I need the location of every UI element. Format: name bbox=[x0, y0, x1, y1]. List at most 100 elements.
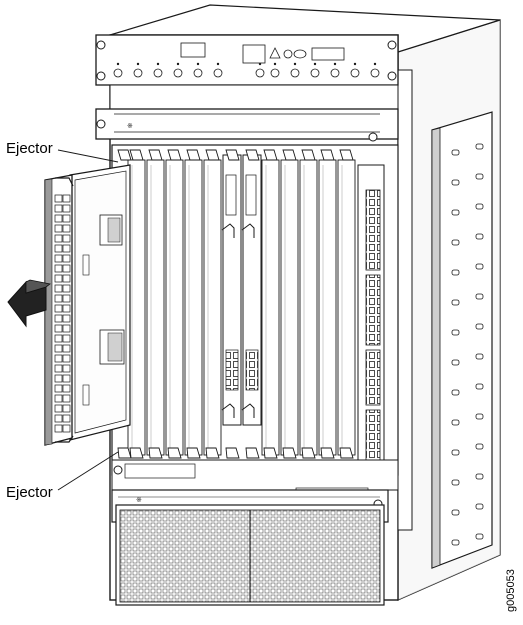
bracket-hole bbox=[475, 233, 484, 240]
craft-led-dot bbox=[216, 62, 220, 66]
card-port bbox=[54, 414, 63, 423]
bracket-hole bbox=[475, 413, 484, 420]
card-port bbox=[54, 354, 63, 363]
card-port bbox=[54, 194, 63, 203]
card-port bbox=[62, 214, 71, 223]
bracket-hole bbox=[475, 503, 484, 510]
routing-engine-cards bbox=[221, 154, 262, 426]
craft-led-dot bbox=[196, 62, 200, 66]
bracket-hole bbox=[451, 359, 460, 366]
line-card-slot bbox=[261, 159, 280, 456]
svg-text:※: ※ bbox=[136, 497, 142, 504]
bracket-hole bbox=[451, 149, 460, 156]
card-port bbox=[62, 244, 71, 253]
card-port bbox=[54, 274, 63, 283]
bottom-ejector-handle bbox=[205, 447, 220, 459]
card-port bbox=[62, 294, 71, 303]
bottom-ejector-handle bbox=[339, 447, 354, 459]
card-port bbox=[62, 404, 71, 413]
craft-led bbox=[290, 68, 300, 78]
line-card-slot bbox=[203, 159, 222, 456]
line-card-slot bbox=[318, 159, 337, 456]
card-port bbox=[62, 224, 71, 233]
card-port bbox=[54, 314, 63, 323]
card-port bbox=[54, 284, 63, 293]
card-port bbox=[62, 424, 71, 433]
card-port bbox=[54, 404, 63, 413]
bottom-ejector-label: Ejector bbox=[6, 484, 53, 501]
bracket-hole bbox=[475, 173, 484, 180]
card-port bbox=[54, 234, 63, 243]
craft-led-dot bbox=[293, 62, 297, 66]
craft-led bbox=[173, 68, 183, 78]
upper-air-plenum: ※ bbox=[95, 84, 399, 142]
card-port bbox=[54, 424, 63, 433]
craft-led bbox=[113, 68, 123, 78]
card-port bbox=[62, 254, 71, 263]
bottom-ejector-leader bbox=[57, 451, 119, 491]
bottom-ejector-handle bbox=[129, 447, 144, 459]
craft-led-dot bbox=[136, 62, 140, 66]
card-port bbox=[54, 224, 63, 233]
line-card-slot bbox=[184, 159, 203, 456]
bottom-ejector-handle bbox=[301, 447, 316, 459]
craft-led bbox=[330, 68, 340, 78]
card-port bbox=[54, 344, 63, 353]
craft-led bbox=[213, 68, 223, 78]
bracket-hole bbox=[475, 473, 484, 480]
craft-led bbox=[255, 68, 265, 78]
craft-led bbox=[310, 68, 320, 78]
mounting-bracket bbox=[431, 111, 493, 569]
line-card-slot bbox=[299, 159, 318, 456]
line-card-slots bbox=[127, 159, 356, 456]
top-ejector-leader bbox=[57, 149, 119, 163]
line-card-slot bbox=[280, 159, 299, 456]
removal-direction-arrow bbox=[7, 279, 51, 328]
card-port bbox=[54, 394, 63, 403]
card-port bbox=[62, 324, 71, 333]
bracket-hole bbox=[451, 449, 460, 456]
bracket-hole bbox=[451, 239, 460, 246]
craft-led-dot bbox=[116, 62, 120, 66]
card-port bbox=[62, 394, 71, 403]
bottom-ejector-handle bbox=[320, 447, 335, 459]
extracted-card-ports bbox=[54, 194, 71, 433]
card-port bbox=[54, 244, 63, 253]
bracket-hole bbox=[451, 479, 460, 486]
card-port bbox=[62, 194, 71, 203]
top-ejector-handle bbox=[245, 149, 260, 161]
bottom-ejector-handle bbox=[225, 447, 240, 459]
top-ejector-label: Ejector bbox=[6, 140, 53, 157]
craft-interface-panel bbox=[95, 34, 399, 86]
card-port bbox=[62, 414, 71, 423]
card-port bbox=[62, 274, 71, 283]
card-port bbox=[54, 254, 63, 263]
top-ejector-handles bbox=[117, 149, 354, 161]
card-port bbox=[54, 374, 63, 383]
card-port bbox=[62, 354, 71, 363]
craft-led-dot bbox=[313, 62, 317, 66]
bracket-hole bbox=[475, 293, 484, 300]
line-card-slot bbox=[337, 159, 356, 456]
card-port bbox=[54, 384, 63, 393]
bracket-hole bbox=[451, 209, 460, 216]
bottom-ejector-handle bbox=[282, 447, 297, 459]
craft-led-dot bbox=[273, 62, 277, 66]
top-ejector-handle bbox=[225, 149, 240, 161]
line-card-slot bbox=[146, 159, 165, 456]
top-ejector-handle bbox=[320, 149, 335, 161]
bracket-hole bbox=[475, 533, 484, 540]
card-port bbox=[62, 364, 71, 373]
card-port bbox=[62, 374, 71, 383]
craft-led bbox=[350, 68, 360, 78]
bracket-hole bbox=[475, 263, 484, 270]
card-port bbox=[54, 334, 63, 343]
bottom-ejector-handles bbox=[117, 447, 354, 459]
craft-led-dot bbox=[353, 62, 357, 66]
bottom-ejector-handle bbox=[245, 447, 260, 459]
bracket-hole bbox=[451, 329, 460, 336]
figure-id: g005053 bbox=[505, 569, 517, 612]
craft-led-dot bbox=[373, 62, 377, 66]
card-port bbox=[54, 294, 63, 303]
